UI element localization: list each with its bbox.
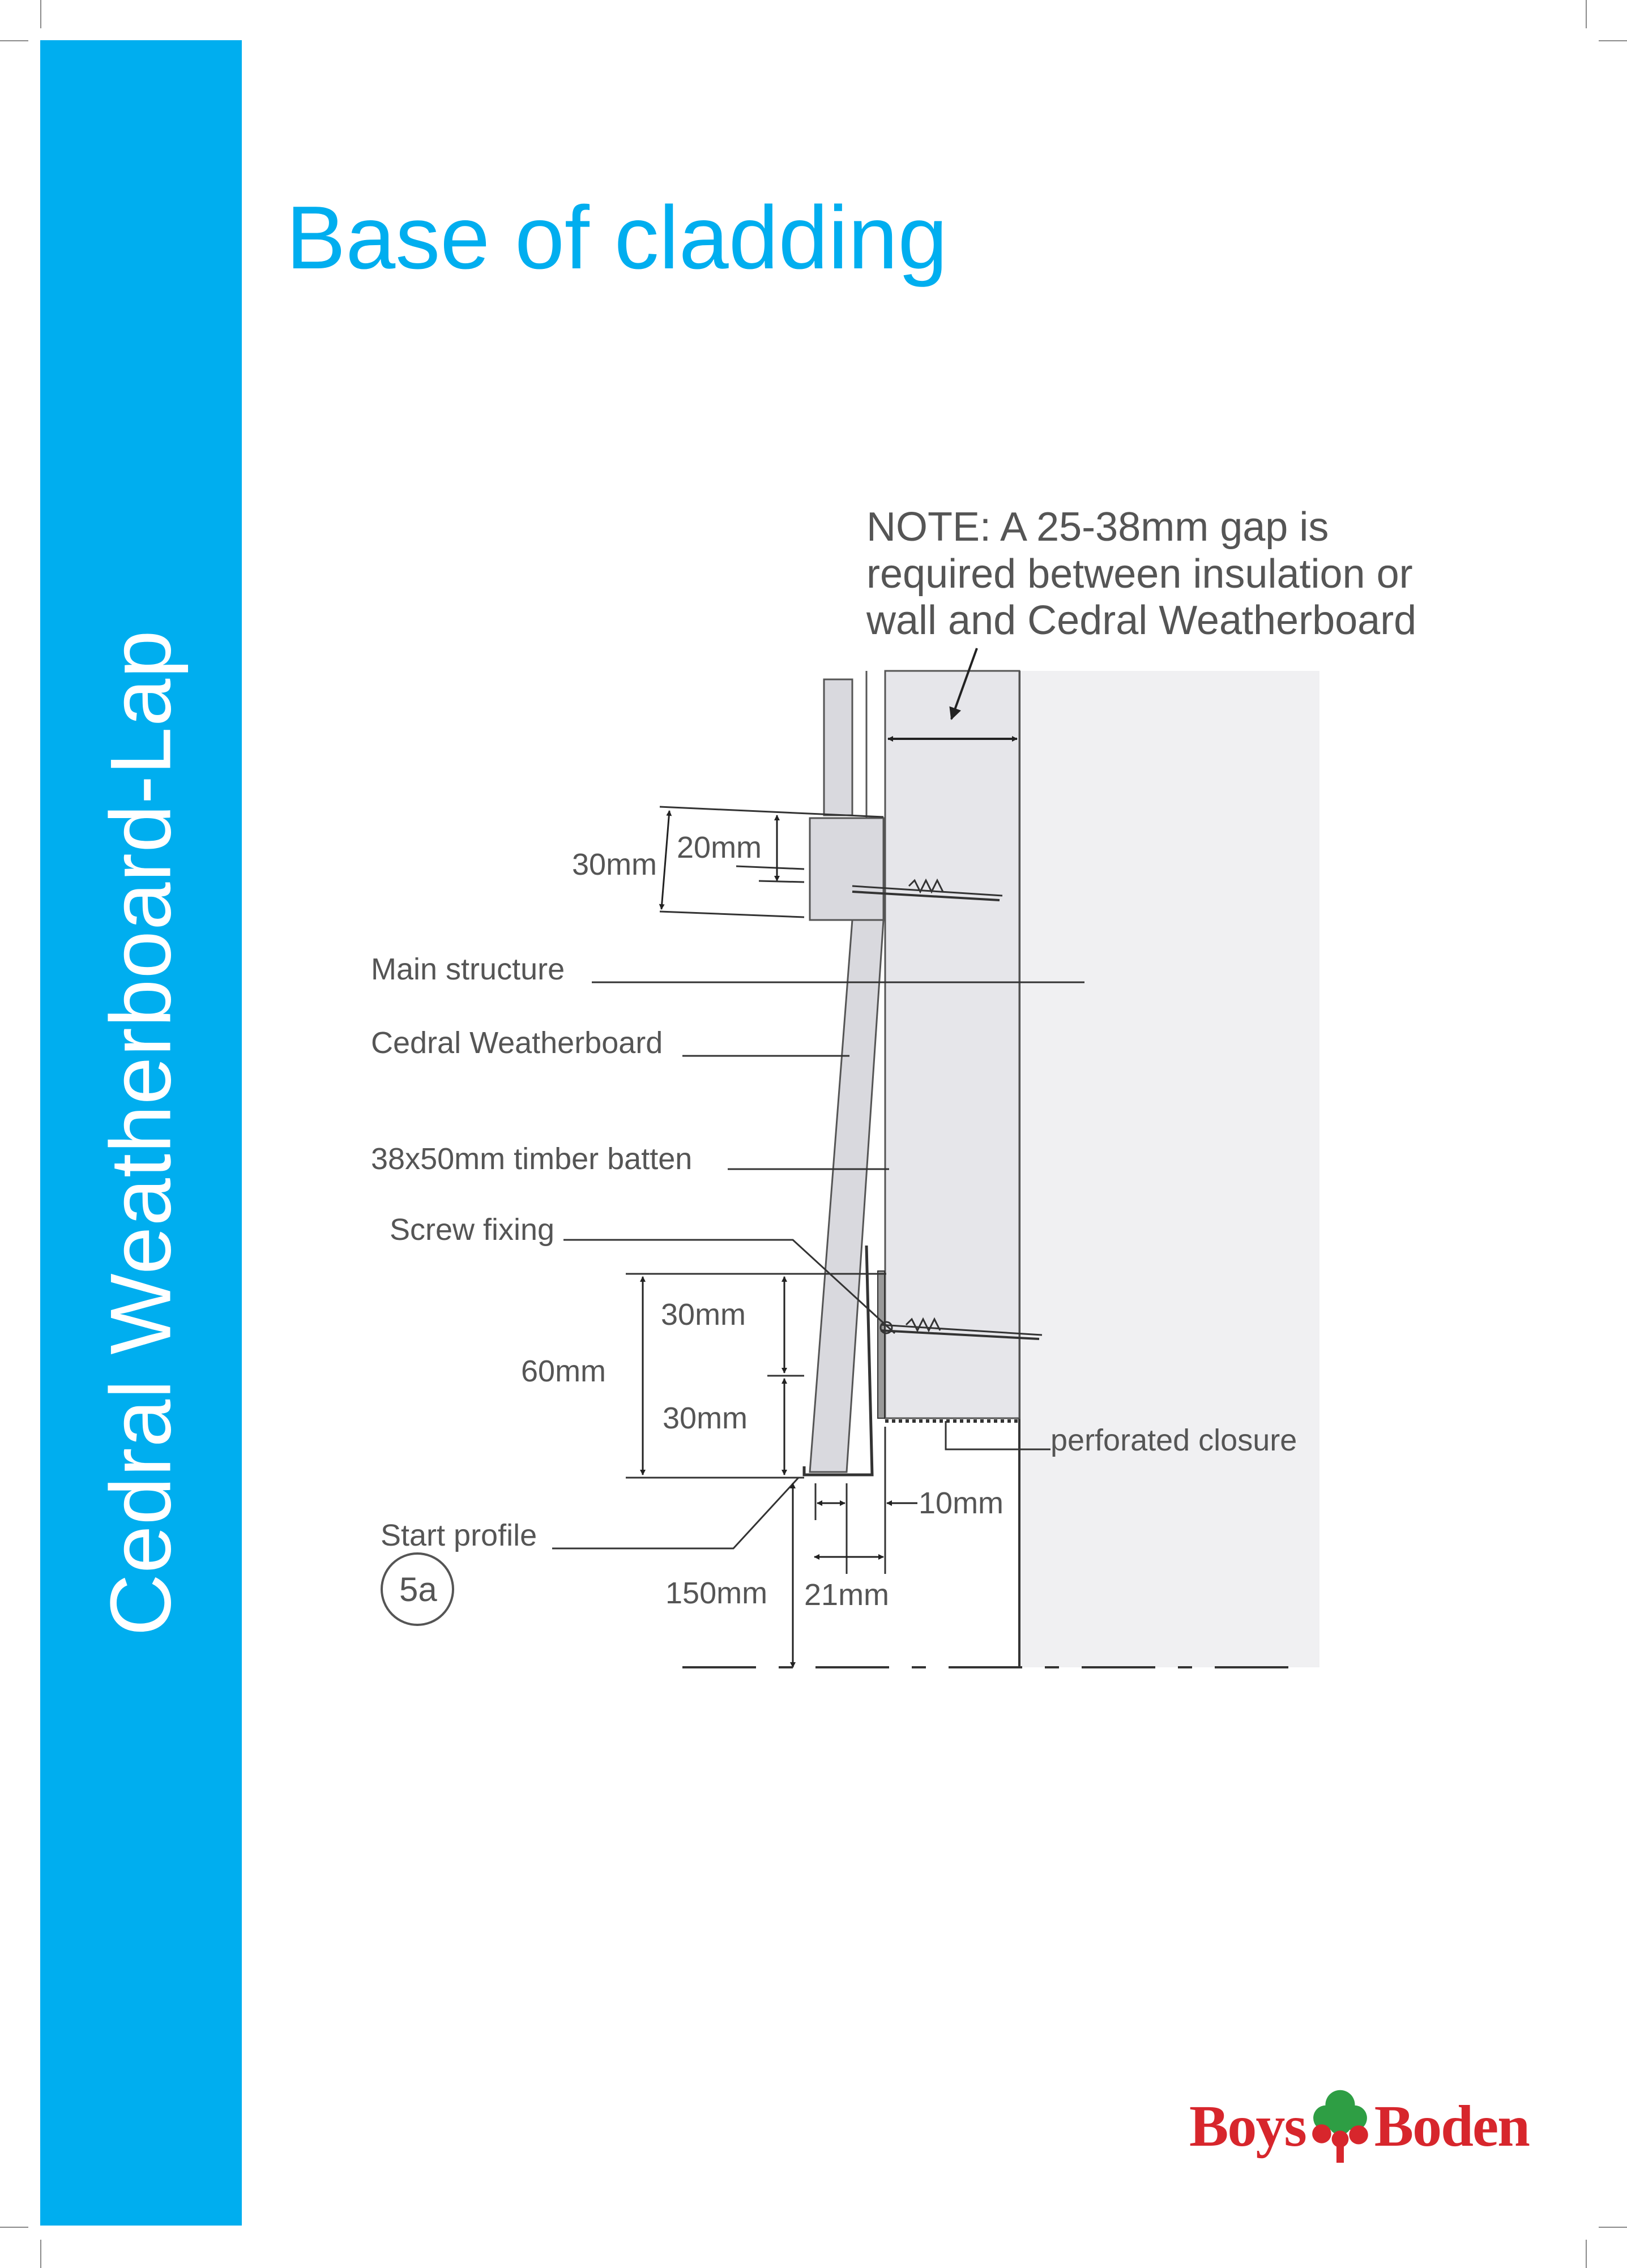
crop-mark: [0, 2227, 28, 2228]
label-timber-batten: 38x50mm timber batten: [371, 1142, 692, 1176]
crop-mark: [1586, 2240, 1587, 2268]
detail-ref-circle: [381, 1552, 454, 1626]
dim-label-21mm: 21mm: [804, 1578, 889, 1612]
upper-screw: [852, 878, 1003, 901]
dim-label-20mm-top: 20mm: [677, 831, 762, 865]
note-line-2: required between insulation or: [866, 551, 1413, 597]
crop-mark: [1599, 2227, 1627, 2228]
crop-mark: [40, 2240, 41, 2268]
timber-batten: [884, 670, 1020, 1419]
note-line-3: wall and Cedral Weatherboard: [866, 598, 1416, 643]
label-main-structure: Main structure: [371, 952, 565, 986]
detail-ref-label: 5a: [399, 1571, 437, 1608]
start-clip: [877, 1270, 885, 1419]
dim-ext-line: [758, 880, 805, 883]
label-screw-fixing: Screw fixing: [390, 1213, 554, 1247]
dim-ext-line: [659, 910, 805, 918]
dim-ext-line: [659, 806, 884, 818]
dim-label-60mm: 60mm: [521, 1354, 606, 1388]
start-profile: [802, 1245, 874, 1477]
upper-weatherboard: [823, 678, 853, 816]
lower-screw: [879, 1317, 1043, 1340]
note-arrow: [949, 648, 978, 720]
dim-ext-line: [736, 865, 805, 870]
upper-board-butt: [809, 817, 885, 921]
logo-word-right: Boden: [1374, 2093, 1530, 2159]
wall: [1019, 671, 1319, 1667]
leader-perforated-closure: [945, 1421, 1050, 1450]
dim-label-30mm-top: 30mm: [572, 848, 657, 881]
label-cedral-weatherboard: Cedral Weatherboard: [371, 1026, 663, 1060]
cedral-weatherboard: [809, 919, 885, 1473]
logo-word-left: Boys: [1189, 2093, 1307, 2159]
tree-icon: [1312, 2090, 1368, 2163]
crop-mark: [40, 0, 41, 28]
dim-30mm-top: [659, 810, 672, 910]
dim-label-10mm: 10mm: [919, 1486, 1003, 1520]
page-title: Base of cladding: [286, 188, 948, 288]
label-start-profile: Start profile: [381, 1518, 537, 1552]
crop-mark: [1599, 40, 1627, 41]
crop-mark: [0, 40, 28, 41]
label-perforated-closure: perforated closure: [1050, 1423, 1297, 1457]
crop-mark: [1586, 0, 1587, 28]
dim-label-30mm-lower: 30mm: [663, 1401, 748, 1435]
sidebar: Cedral Weatherboard-Lap: [40, 40, 242, 2226]
leader-start-profile: [552, 1477, 800, 1550]
note-line-1: NOTE: A 25-38mm gap is: [866, 504, 1329, 550]
dim-label-30mm-upper: 30mm: [661, 1298, 746, 1332]
leader-screw-fixing: [563, 1239, 896, 1334]
boys-boden-logo: Boys Boden: [1189, 2083, 1530, 2168]
dim-label-150mm: 150mm: [665, 1576, 767, 1610]
